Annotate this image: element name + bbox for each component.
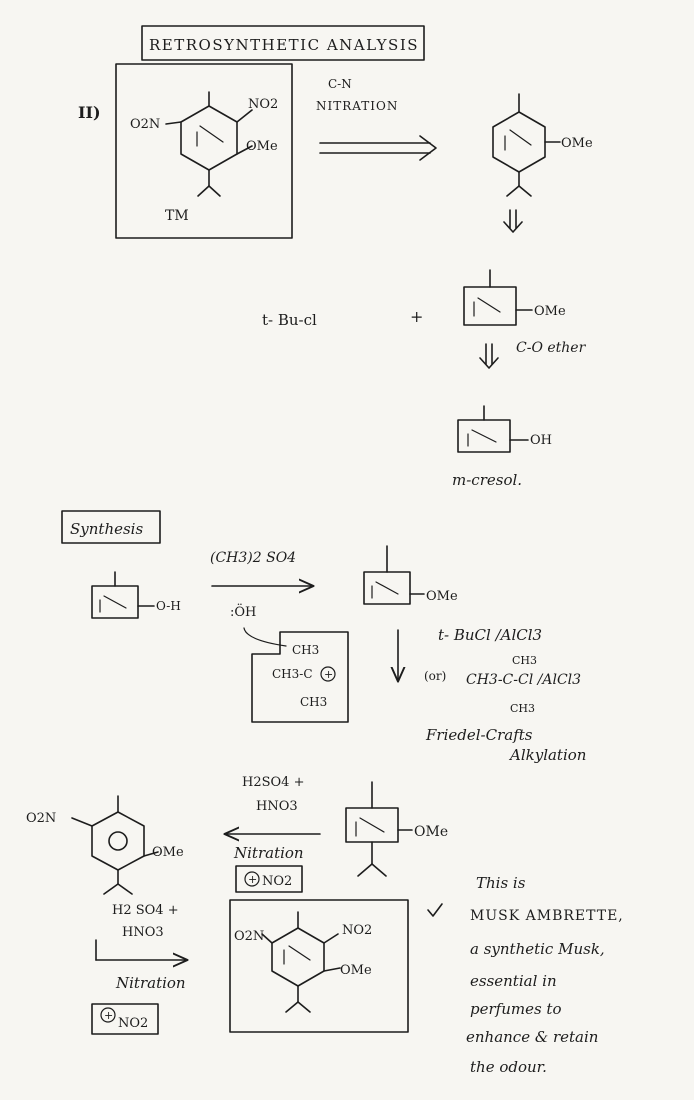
final-no2-label: NO2 (342, 923, 372, 938)
cation-box (251, 631, 349, 723)
nit2-electrophile: NO2 (118, 1016, 148, 1031)
nit1-reagent-2: HNO3 (256, 799, 298, 814)
nit1-electrophile: NO2 (262, 874, 292, 889)
step1-method-label: NITRATION (316, 99, 398, 113)
check-mark-icon (427, 903, 443, 917)
intermediate-1 (492, 93, 561, 197)
fc-name-1: Friedel-Crafts (425, 726, 533, 744)
p1-ome-label: OMe (426, 589, 458, 604)
fc-r2-top: CH3 (512, 654, 537, 667)
nit1-electrophile-box (235, 865, 303, 893)
cation-mid: CH3-C (272, 667, 313, 681)
target-molecule (165, 91, 253, 197)
nit1-charge-circle (244, 871, 260, 887)
retro-arrow-2 (503, 209, 523, 233)
synthesis-start-material (91, 571, 155, 619)
int2-ome-label: OMe (534, 304, 566, 319)
title-box (141, 25, 425, 61)
musk-ambrette-structure (261, 911, 341, 1013)
retro-arrow-1 (319, 135, 437, 161)
cation-charge-circle (320, 666, 336, 682)
fc-r2-bottom: CH3 (510, 702, 535, 715)
nit2-reagent-2: HNO3 (122, 925, 164, 940)
plus-sign: + (410, 307, 423, 326)
step1-bond-label: C-N (328, 77, 352, 91)
ether-note: C-O ether (516, 340, 587, 356)
tm-o2n-label: O2N (130, 117, 160, 132)
nit2-electrophile-box (91, 1003, 159, 1035)
cation-bottom: CH3 (300, 695, 327, 709)
sm-oh-label: O-H (156, 599, 181, 613)
nitration-arrow-2 (95, 939, 186, 960)
tbucl-label: t- Bu-cl (262, 311, 317, 329)
section-label: II) (78, 103, 101, 122)
final-ome-label: OMe (340, 963, 372, 978)
synthesis-label: Synthesis (70, 520, 143, 538)
nit1-charge: + (248, 873, 257, 886)
tm-no2-label: NO2 (248, 97, 278, 112)
cresol-oh-label: OH (530, 433, 552, 448)
nit1-name: Nitration (233, 844, 304, 862)
note-line-4: essential in (470, 972, 557, 990)
attack-arrow (243, 627, 287, 647)
cation-charge: + (324, 668, 333, 681)
nit2-charge: + (104, 1009, 113, 1022)
m-cresol-name: m-cresol. (452, 471, 522, 489)
note-line-2: MUSK AMBRETTE, (470, 908, 624, 924)
nit2-charge-circle (100, 1007, 116, 1023)
nit2-name: Nitration (115, 974, 186, 992)
note-line-5: perfumes to (470, 1000, 562, 1018)
tm-label: TM (165, 208, 189, 224)
m-cresol-structure (457, 405, 529, 453)
methylation-reagent: (CH3)2 SO4 (210, 550, 296, 566)
target-molecule-box (115, 63, 293, 239)
final-product-box (229, 899, 409, 1033)
cation-top: CH3 (292, 643, 319, 657)
note-line-6: enhance & retain (466, 1028, 598, 1046)
nit2-reagent-1: H2 SO4 + (112, 903, 179, 918)
methyl-ether-product (363, 545, 425, 605)
fc-or: (or) (424, 669, 446, 683)
p3-o2n-label: O2N (26, 811, 56, 826)
fc-name-2: Alkylation (508, 746, 586, 764)
final-o2n-label: O2N (234, 929, 264, 944)
nucleophile-label: :ÖH (230, 603, 256, 620)
note-line-3: a synthetic Musk, (470, 940, 605, 958)
fc-reagent-1: t- BuCl /AlCl3 (438, 626, 542, 644)
note-line-7: the odour. (470, 1058, 547, 1076)
intermediate-2 (463, 269, 533, 326)
synthesis-label-box (61, 510, 161, 544)
retro-arrow-3 (479, 343, 499, 369)
mononitro-product (71, 795, 159, 895)
int1-ome-label: OMe (561, 136, 593, 151)
note-line-1: This is (476, 874, 526, 892)
p2-ome-label: OMe (414, 824, 448, 840)
tm-ome-label: OMe (246, 139, 278, 154)
p3-ome-label: OMe (152, 845, 184, 860)
nit1-reagent-1: H2SO4 + (242, 775, 304, 790)
alkylated-product (345, 781, 413, 877)
fc-r2-mid: CH3-C-Cl /AlCl3 (466, 672, 581, 688)
page-title: RETROSYNTHETIC ANALYSIS (149, 36, 419, 54)
